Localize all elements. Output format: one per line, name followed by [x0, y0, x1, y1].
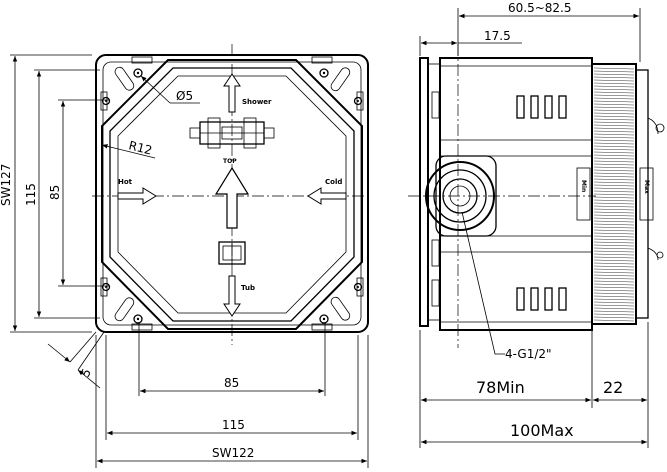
side-slots	[431, 91, 567, 311]
dim-h115: 115	[24, 183, 38, 206]
top-valve-fitting	[189, 117, 275, 149]
front-octagon-outer	[101, 59, 363, 330]
thread-hatch	[593, 67, 635, 322]
tub-arrow-icon	[223, 275, 241, 317]
dim-78-line	[419, 322, 649, 448]
front-view: Shower TOP Hot Cold Tub Ø5 R12 SW127 115	[0, 44, 372, 468]
bottom-fitting	[218, 241, 246, 265]
dim-hole: Ø5	[176, 89, 193, 103]
dim-w85: 85	[224, 376, 239, 390]
mounting-holes	[101, 68, 363, 324]
hole-leader	[140, 75, 171, 104]
dim-17-line	[419, 36, 522, 56]
label-top: TOP	[223, 158, 237, 165]
dim-range: 60.5~82.5	[508, 1, 572, 15]
shower-arrow-icon	[223, 73, 241, 113]
top-arrow-icon	[214, 166, 250, 229]
dim-range-line	[457, 8, 641, 62]
dim-78min: 78Min	[476, 378, 525, 397]
dim-h115-line	[34, 69, 100, 319]
radius-leader	[101, 144, 156, 159]
dim-h85: 85	[48, 185, 62, 200]
label-max: Max	[643, 180, 650, 194]
label-cold: Cold	[325, 178, 342, 186]
dim-thread: 4-G1/2"	[505, 347, 552, 361]
dim-22: 22	[603, 378, 623, 397]
dim-sw127-line	[10, 54, 92, 333]
dim-100max: 100Max	[510, 421, 574, 440]
dim-h85-line	[58, 99, 110, 287]
label-shower: Shower	[242, 98, 272, 106]
front-octagon-middle	[109, 67, 355, 322]
side-view: Min Max	[408, 1, 665, 448]
cold-arrow-icon	[307, 187, 347, 205]
side-body	[439, 57, 593, 331]
dim-w115: 115	[222, 418, 245, 432]
dim-sw122: SW122	[212, 446, 254, 460]
label-hot: Hot	[118, 178, 133, 186]
dim-five: 5	[78, 366, 94, 379]
thread-leader	[461, 211, 505, 355]
front-octagon-inner	[117, 75, 347, 314]
dim-radius: R12	[127, 138, 153, 157]
dim-sw127: SW127	[0, 164, 13, 206]
dim-17: 17.5	[484, 29, 511, 43]
dim-w85-line	[138, 322, 326, 396]
dim-sw122-line	[95, 335, 369, 468]
label-tub: Tub	[241, 284, 255, 292]
hot-arrow-icon	[117, 187, 157, 205]
dim-w115-line	[105, 335, 359, 440]
label-min: Min	[580, 180, 587, 192]
